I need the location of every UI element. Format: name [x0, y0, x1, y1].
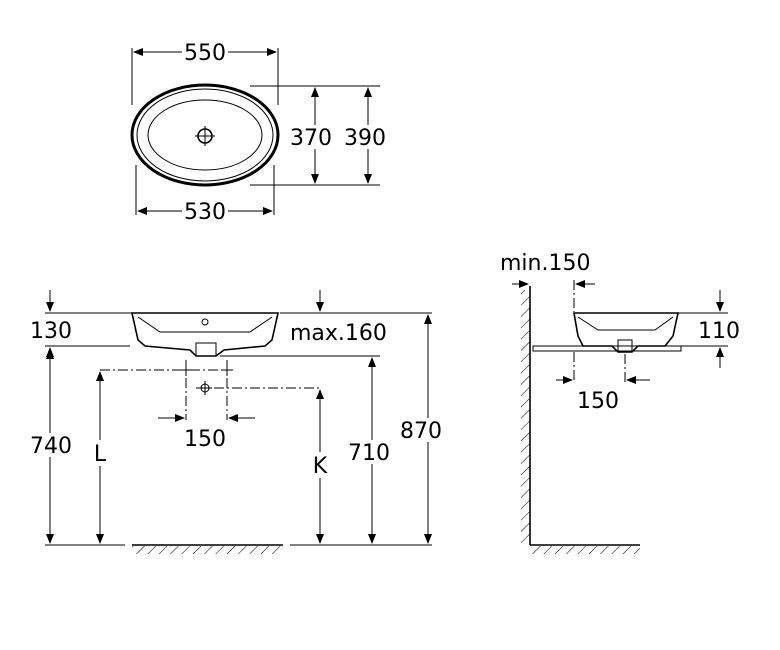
tap-hole-left [180, 364, 192, 376]
dimension-390: 390 [344, 126, 386, 151]
basin-bowl [147, 99, 263, 171]
dimension-L: L [94, 442, 107, 467]
dimension-110: 110 [698, 319, 740, 344]
side-view: min.150 110 150 [500, 251, 740, 554]
drain-outlet-center [198, 381, 212, 395]
dimension-740: 740 [30, 434, 72, 459]
front-view: 130 740 max.160 150 [30, 290, 444, 554]
dimension-min-150: min.150 [500, 251, 590, 276]
dimension-550: 550 [184, 41, 226, 66]
dimension-130: 130 [30, 319, 72, 344]
tap-hole-right [221, 364, 233, 376]
dimension-870: 870 [400, 419, 442, 444]
dimension-710: 710 [348, 441, 390, 466]
dimension-max-160: max.160 [290, 321, 387, 346]
dimension-530: 530 [184, 200, 226, 225]
dimension-370: 370 [290, 126, 332, 151]
top-view: 550 530 370 390 [130, 40, 388, 225]
dimension-K: K [313, 454, 328, 479]
basin-outer-rim [130, 83, 280, 187]
dimension-150-drain: 150 [577, 389, 619, 414]
basin-inner-rim [136, 88, 274, 182]
dimension-150-taps: 150 [184, 427, 226, 452]
overflow-hole [201, 318, 209, 326]
